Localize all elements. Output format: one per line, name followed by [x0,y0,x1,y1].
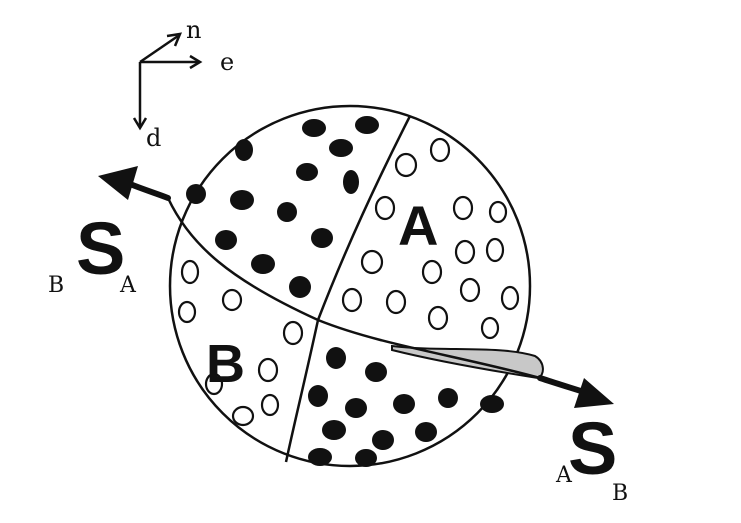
motion-arrow-left-head [98,166,138,200]
motion-arrow-right-shaft [540,378,584,392]
motion-arrow-left-shaft [130,184,168,198]
slip-vector-left: B S A [48,207,137,298]
plate-a-label: A [398,194,438,257]
axis-triad [134,34,200,128]
motion-arrow-right-head [574,378,614,408]
globe: A B [168,106,543,467]
slip-left-right-subscript: A [119,273,137,298]
motion-arrow-right [540,378,614,408]
slip-right-main-symbol: S [568,407,617,490]
slip-vector-right: A S B [555,407,628,506]
slip-right-right-subscript: B [612,481,628,506]
plate-b-label: B [206,334,245,394]
axis-east-label: e [220,48,234,76]
axis-down-label: d [146,124,161,152]
axis-north-label: n [186,16,201,44]
axis-north-line [140,36,178,62]
slip-left-left-subscript: B [48,273,64,298]
slip-left-main-symbol: S [76,207,125,290]
motion-arrow-left [98,166,168,200]
